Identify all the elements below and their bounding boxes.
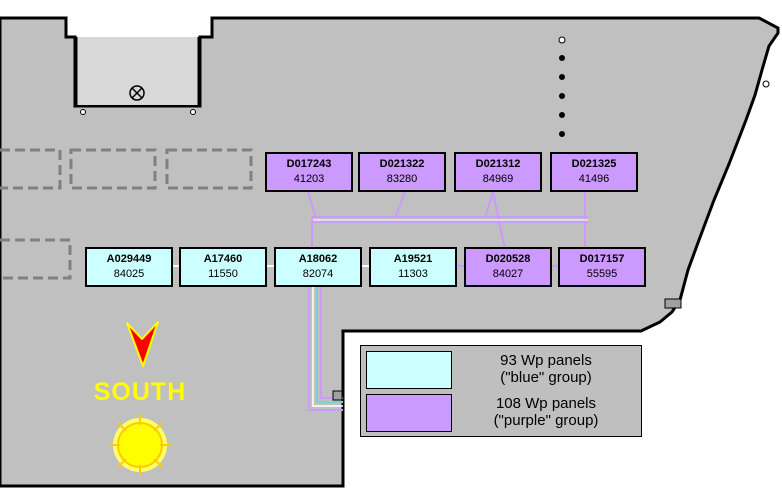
panel-id: D017243: [286, 158, 332, 170]
empty-panel-slots: [0, 148, 253, 280]
wiring: [172, 191, 588, 411]
panel-id: D021325: [571, 158, 617, 170]
panel-d020528: D020528 84027: [464, 247, 552, 287]
south-arrow-icon: [126, 321, 159, 367]
panel-id: A029449: [106, 253, 152, 265]
panel-value: 84025: [113, 268, 145, 280]
panel-id: A18062: [298, 253, 338, 265]
panel-a19521: A19521 11303: [369, 247, 457, 287]
panel-value: 11303: [398, 268, 428, 280]
panel-id: A17460: [203, 253, 243, 265]
panel-d017243: D017243 41203: [265, 152, 353, 192]
panel-d021312: D021312 84969: [454, 152, 542, 192]
panel-id: A19521: [393, 253, 433, 265]
panel-a17460: A17460 11550: [179, 247, 267, 287]
panel-d021325: D021325 41496: [550, 152, 638, 192]
panel-id: D021312: [475, 158, 521, 170]
south-label: SOUTH: [93, 378, 187, 406]
panel-value: 55595: [586, 268, 618, 280]
panel-value: 84027: [492, 268, 524, 280]
panel-id: D021322: [379, 158, 425, 170]
legend-swatch-blue: [366, 351, 452, 389]
panel-value: 84969: [482, 173, 514, 185]
panel-value: 82074: [302, 268, 334, 280]
vent-icon: [129, 85, 145, 101]
panel-id: D017157: [579, 253, 625, 265]
panel-d017157: D017157 55595: [558, 247, 646, 287]
legend-swatch-purple: [366, 394, 452, 432]
panel-value: 11550: [208, 268, 238, 280]
junction-box: [332, 390, 343, 401]
sun-icon: [109, 414, 171, 476]
legend-label-purple: 108 Wp panels ("purple" group): [493, 395, 599, 429]
panel-id: D020528: [485, 253, 531, 265]
junction-box-right: [664, 298, 682, 309]
panel-a029449: A029449 84025: [85, 247, 173, 287]
panel-a18062: A18062 82074: [274, 247, 362, 287]
legend-label-blue: 93 Wp panels ("blue" group): [500, 352, 592, 386]
panel-value: 41496: [578, 173, 610, 185]
panel-value: 41203: [293, 173, 325, 185]
panel-d021322: D021322 83280: [358, 152, 446, 192]
roof-hatch: [77, 37, 198, 105]
panel-value: 83280: [386, 173, 418, 185]
legend: 93 Wp panels ("blue" group) 108 Wp panel…: [360, 345, 642, 437]
